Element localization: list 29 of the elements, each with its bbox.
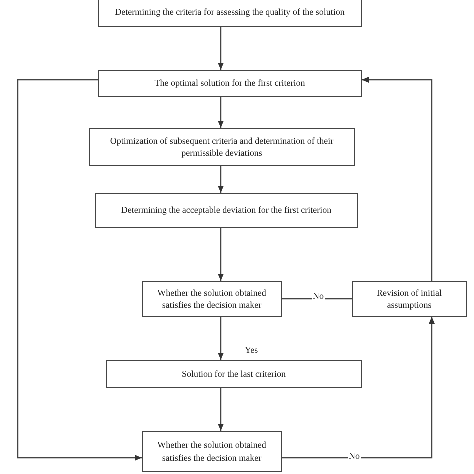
- edge-label: No: [348, 452, 361, 461]
- edge-label: Yes: [244, 346, 260, 355]
- box-text: Determining the criteria for assessing the quality of the solution: [115, 6, 345, 19]
- connector-line: [282, 298, 352, 300]
- arrow: [362, 77, 433, 281]
- process-box: [352, 281, 467, 317]
- arrow: [218, 27, 224, 70]
- box-text: Revision of initial assumptions: [376, 286, 443, 312]
- box-text: Whether the solution obtained satisfies the decision maker: [156, 439, 268, 464]
- process-box: [95, 193, 358, 228]
- arrow: [218, 97, 224, 128]
- process-box: [98, 70, 362, 97]
- process-box: [106, 360, 362, 388]
- box-text: Solution for the last criterion: [182, 368, 286, 380]
- arrow: [218, 388, 224, 431]
- box-text: The optimal solution for the first criterion: [154, 77, 306, 90]
- box-text: Whether the solution obtained satisfies the decision maker: [156, 286, 268, 312]
- arrow: [218, 228, 224, 281]
- arrow: [218, 166, 224, 193]
- box-text: Optimization of subsequent criteria and determination of their permissible deviations: [109, 134, 335, 160]
- process-box: [98, 0, 362, 27]
- arrow: [218, 317, 224, 360]
- arrow: [17, 79, 142, 461]
- arrow: [282, 317, 435, 459]
- box-text: Determining the acceptable deviation for the first criterion: [121, 204, 332, 217]
- process-box: [89, 128, 355, 166]
- edge-label: No: [312, 292, 325, 301]
- process-box: [142, 281, 282, 317]
- process-box: [142, 431, 282, 472]
